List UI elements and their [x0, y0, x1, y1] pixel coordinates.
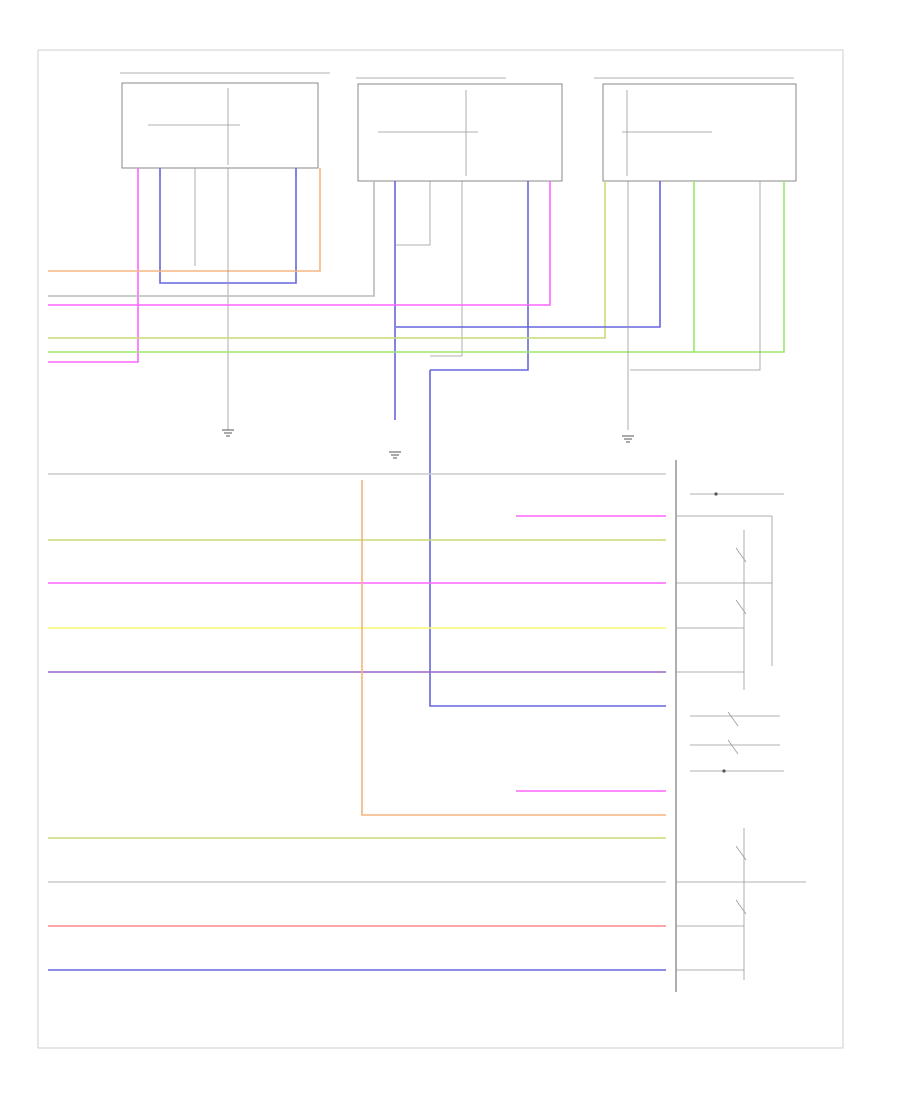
diagram-frame [37, 49, 844, 1049]
module-center [356, 77, 563, 182]
wire-right-yellowgreen [48, 181, 606, 339]
switch-icon [735, 845, 747, 861]
switch-icon [727, 711, 739, 727]
module-right [594, 77, 797, 182]
module-center-box [357, 83, 563, 182]
ground-icon [622, 435, 634, 443]
module-left [120, 72, 330, 169]
switch-icon [735, 899, 747, 915]
connector-icon [722, 769, 726, 773]
wire-left-orange [48, 168, 321, 272]
wire-center-magenta [48, 181, 551, 306]
wire-right-thin [630, 181, 761, 371]
switch-icon [735, 547, 747, 563]
wire-center-gray [48, 181, 375, 297]
ground-icon [389, 451, 401, 459]
module-left-box [121, 82, 319, 169]
wire-center-thin-1 [396, 181, 431, 246]
module-right-box [602, 83, 797, 182]
switch-assembly [676, 492, 806, 980]
connector-icon [714, 492, 718, 496]
ground-icon [222, 429, 234, 437]
wire-blue-feed [429, 370, 666, 707]
wire-right-blue [396, 181, 661, 328]
wire-center-blue-2 [430, 181, 529, 371]
wire-row-peach [361, 480, 666, 816]
wire-right-green-2 [694, 181, 785, 353]
switch-icon [735, 599, 747, 615]
switch-icon [727, 739, 739, 755]
wire-center-thin-2 [430, 181, 463, 357]
wire-left-magenta-1 [48, 168, 139, 363]
